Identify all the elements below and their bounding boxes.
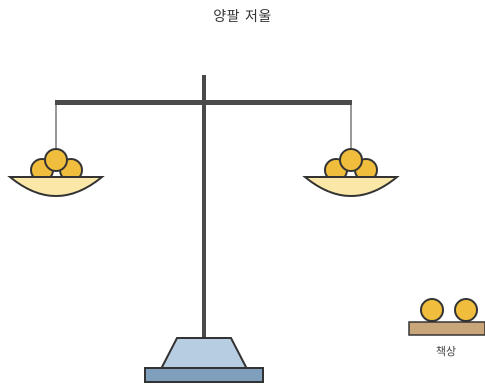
desk-surface [408, 321, 485, 336]
scale-base [159, 337, 249, 370]
left-pan-group [7, 148, 105, 197]
scale-title: 양팔 저울 [213, 9, 272, 25]
scale-beam [55, 100, 352, 105]
desk-group [408, 298, 485, 336]
scale-base-plate [144, 367, 264, 383]
scale-pole [202, 75, 206, 340]
weight [44, 148, 68, 172]
desk-label: 책상 [435, 345, 457, 358]
weight [454, 298, 478, 322]
left-pan [7, 176, 105, 197]
weight [420, 298, 444, 322]
right-pan [302, 176, 400, 197]
right-pan-group [302, 148, 400, 197]
weight [339, 148, 363, 172]
